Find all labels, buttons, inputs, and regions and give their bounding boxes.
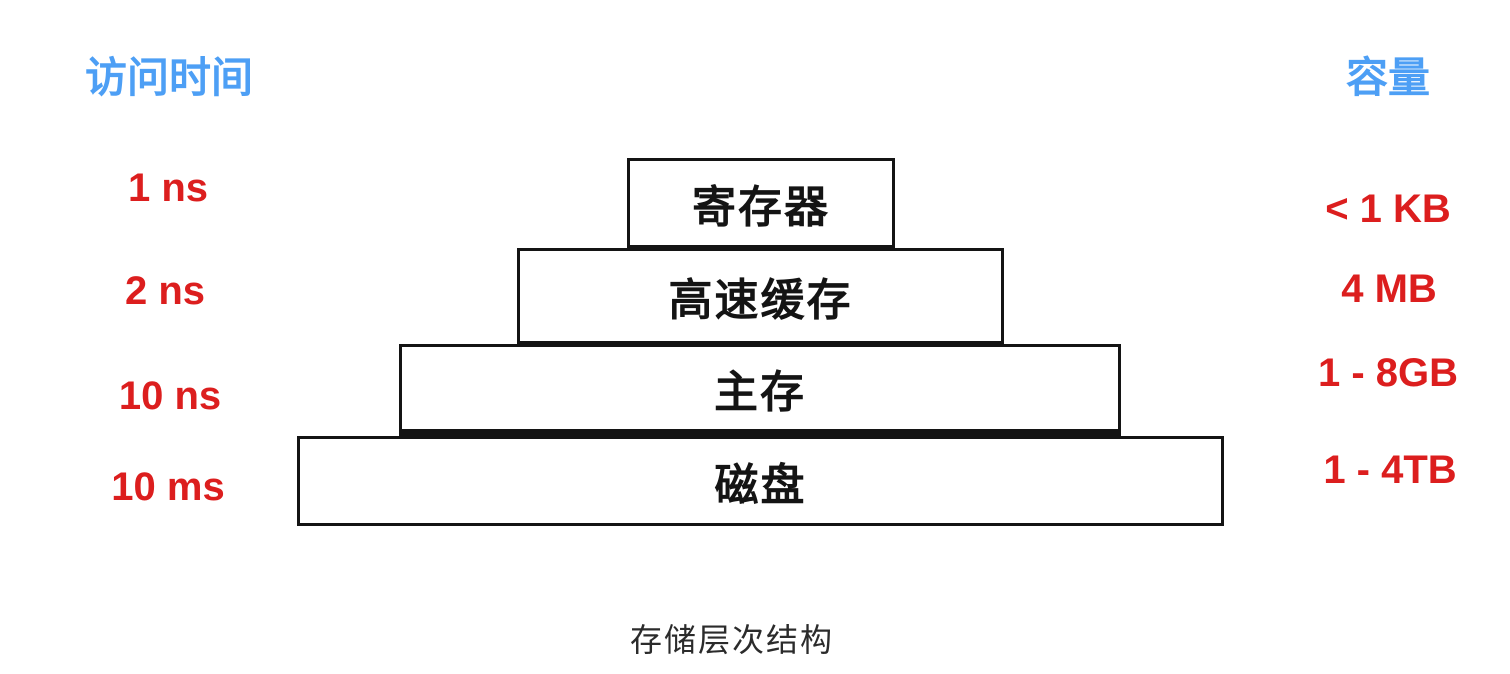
level-box-cache: 高速缓存 <box>517 248 1004 344</box>
access-time-disk: 10 ms <box>111 465 225 509</box>
capacity-disk: 1 - 4TB <box>1323 448 1457 492</box>
capacity-header: 容量 <box>1346 54 1431 101</box>
access-time-registers: 1 ns <box>127 166 209 210</box>
capacity-cache: 4 MB <box>1341 267 1437 311</box>
level-box-disk: 磁盘 <box>297 436 1224 526</box>
access-time-main-memory: 10 ns <box>118 374 222 418</box>
capacity-registers: < 1 KB <box>1325 187 1451 231</box>
access-time-cache: 2 ns <box>124 269 206 313</box>
level-box-main-memory: 主存 <box>399 344 1121 436</box>
capacity-main-memory: 1 - 8GB <box>1317 351 1459 395</box>
diagram-caption: 存储层次结构 <box>629 622 835 658</box>
access-time-header: 访问时间 <box>85 54 254 101</box>
level-box-registers: 寄存器 <box>627 158 895 248</box>
